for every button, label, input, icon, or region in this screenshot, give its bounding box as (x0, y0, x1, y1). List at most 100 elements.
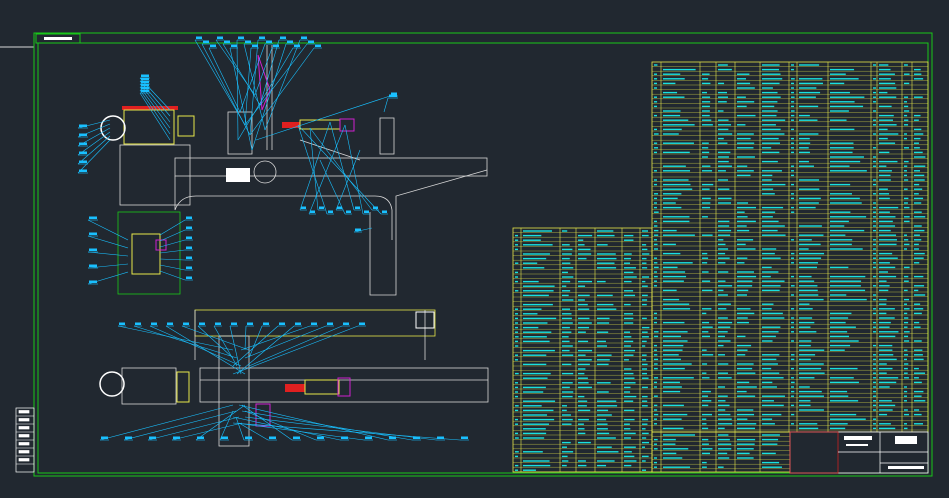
bom-table-upper-right-cell-mark (702, 197, 711, 200)
callout-number-mark (389, 436, 396, 439)
bom-table-lower-left-cell-mark (523, 239, 541, 241)
bom-table-upper-right-cell-mark (718, 101, 727, 103)
bom-table-upper-right-cell-mark (879, 367, 893, 370)
bom-table-upper-right-cell-mark (904, 248, 907, 250)
bom-table-lower-left-cell-mark (562, 395, 573, 398)
bom-table-upper-right-cell-mark (762, 78, 783, 80)
bom-table-upper-right-cell-mark (791, 137, 794, 140)
bom-table-upper-right-cell-mark (702, 321, 710, 324)
bom-table-upper-right-cell-mark (663, 151, 690, 154)
bom-table-upper-right-cell-mark (879, 229, 891, 232)
yellow-motor (131, 233, 161, 275)
bom-table-lower-left-cell-mark (578, 400, 588, 402)
bom-table-upper-right-cell-mark (914, 225, 922, 227)
bom-table-upper-right-cell-mark (830, 165, 850, 167)
leader-line (77, 131, 111, 156)
bom-table-upper-right-cell-mark (663, 128, 682, 131)
part-callout-labels (79, 36, 468, 439)
callout-number-mark (199, 322, 205, 325)
bom-table-upper-right-cell-mark (873, 78, 876, 80)
bom-table-upper-right-cell-mark (873, 64, 876, 66)
bom-table-upper-right-cell-mark (663, 229, 677, 232)
bom-table-upper-right-cell-mark (654, 239, 657, 241)
bom-table-lower-left-cell-mark (562, 322, 573, 324)
bom-table-upper-right-cell-mark (791, 119, 794, 121)
bom-table-upper-right-cell-mark (904, 377, 909, 379)
bom-table-upper-right-cell-mark (873, 354, 876, 356)
leader-line (222, 43, 261, 106)
bom-table-upper-right-cell-mark (791, 413, 795, 416)
plan-motor (121, 367, 177, 405)
callout-number-mark (391, 92, 397, 95)
bom-table-upper-right-cell-mark (737, 386, 757, 388)
bom-table-upper-right-cell-mark (791, 257, 794, 259)
bom-table-upper-right-cell-mark (663, 349, 683, 351)
bom-table-upper-right-cell-mark (914, 367, 919, 370)
bill-of-materials-tables (512, 61, 929, 473)
bom-table-upper-right-cell-mark (791, 78, 795, 80)
leader-line (254, 47, 273, 96)
bom-table-upper-right-cell-mark (879, 96, 897, 98)
bom-table-lower-left-cell-mark (562, 414, 571, 416)
leader-line (159, 249, 186, 254)
bom-table-upper-right-cell-mark (718, 165, 732, 167)
bom-table-upper-right-cell-mark (904, 423, 907, 425)
callout-number-mark (149, 436, 156, 439)
bom-table-upper-right-cell-mark (737, 289, 749, 292)
callout-number-mark (89, 248, 97, 251)
bom-table-lower-left-cell-mark (624, 395, 637, 398)
bom-table-upper-right-cell-mark (702, 183, 714, 186)
bom-table-upper-right-cell-mark (654, 363, 658, 365)
bom-table-upper-right-cell-mark (718, 91, 727, 94)
bom-table-upper-right-cell-mark (873, 372, 876, 374)
bom-table-upper-right-cell-mark (799, 386, 810, 388)
callout-number-mark (215, 322, 221, 325)
bom-table-upper-right-cell-mark (799, 64, 820, 66)
bom-table-upper-right-cell-mark (914, 170, 921, 172)
bom-table-upper-right-cell-mark (791, 105, 794, 108)
title-block (789, 431, 929, 474)
bom-table-lower-left-cell-mark (515, 239, 519, 241)
bom-table-lower-left-cell-mark (642, 234, 649, 237)
bom-table-lower-middle-cell-mark (702, 448, 713, 450)
callout-number-mark (141, 74, 149, 77)
callout-number-mark (151, 322, 157, 325)
bom-table-upper-right-cell-mark (914, 179, 925, 181)
bom-table-upper-right-cell-mark (718, 197, 732, 200)
bom-table-upper-right-cell-mark (914, 312, 922, 315)
bom-table-upper-right-cell-mark (663, 404, 684, 407)
bom-table-upper-right-cell-mark (830, 170, 867, 172)
bom-table-lower-left-cell-mark (624, 368, 632, 370)
bom-table-upper-right-cell-mark (702, 202, 711, 204)
bom-table-upper-right-cell-mark (654, 78, 658, 80)
bom-table-upper-right-cell-mark (762, 220, 779, 223)
bom-table-upper-right-cell-mark (737, 349, 748, 351)
bom-table-lower-left-cell-mark (562, 391, 574, 393)
title-block-logo (895, 436, 917, 444)
bom-table-upper-right-cell-mark (702, 400, 712, 402)
bom-table-upper-right-cell-mark (762, 386, 777, 388)
bom-table-upper-right-cell-mark (799, 390, 822, 393)
bom-table-lower-left-cell-mark (578, 248, 591, 251)
bom-table-upper-right-cell-mark (799, 409, 824, 411)
bom-table-lower-middle-cell-mark (663, 452, 677, 455)
bom-table-lower-left-cell-mark (562, 267, 574, 269)
bom-table-upper-right-cell-mark (737, 229, 750, 232)
bom-table-lower-left-cell-mark (597, 382, 611, 384)
bom-table-lower-left-cell-mark (624, 377, 635, 379)
leader-line (251, 43, 287, 151)
bom-table-lower-left-cell-mark (597, 308, 617, 310)
bom-table-upper-right-cell-mark (663, 280, 684, 282)
bom-table-upper-right-cell-mark (873, 239, 876, 241)
bom-table-upper-right-cell-mark (737, 317, 748, 319)
bom-table-lower-left-cell-mark (597, 262, 615, 264)
left-revision-block (15, 407, 35, 473)
bom-table-upper-right-cell-mark (830, 147, 854, 149)
bom-table-upper-right-cell-mark (830, 239, 853, 241)
leader-line (197, 325, 234, 359)
bom-table-upper-right-cell-mark (873, 211, 876, 213)
bom-table-lower-left-cell-mark (515, 464, 519, 467)
yellow-gearbox (123, 109, 175, 145)
bom-table-upper-right-cell-mark (879, 160, 898, 163)
